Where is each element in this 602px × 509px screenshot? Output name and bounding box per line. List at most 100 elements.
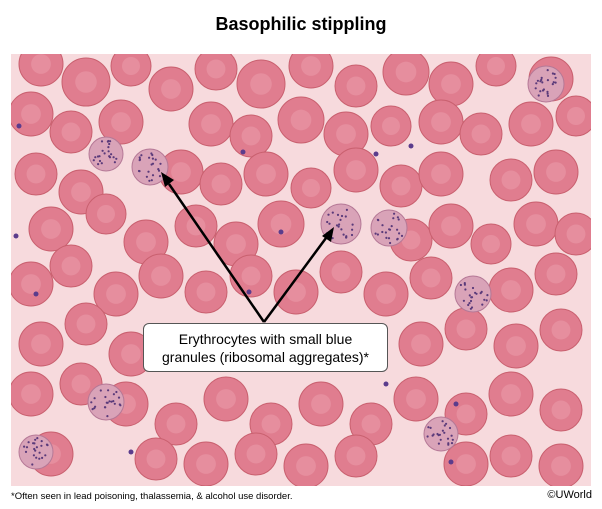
basophilic-granule <box>107 146 110 149</box>
erythrocyte-central-pallor <box>441 74 461 94</box>
platelet <box>373 151 379 157</box>
erythrocyte-central-pallor <box>301 56 321 76</box>
pointer-arrow-right <box>262 237 328 323</box>
basophilic-granule <box>138 158 142 161</box>
basophilic-granule <box>485 299 488 302</box>
platelet <box>240 149 246 155</box>
basophilic-granule <box>108 142 111 146</box>
basophilic-granule <box>351 228 354 231</box>
basophilic-granule <box>541 81 544 84</box>
erythrocyte-central-pallor <box>286 282 306 302</box>
erythrocyte-central-pallor <box>501 170 521 190</box>
erythrocyte-central-pallor <box>71 182 91 202</box>
basophilic-granule <box>31 463 34 466</box>
basophilic-granule <box>112 156 115 159</box>
basophilic-granule <box>388 228 391 231</box>
erythrocyte-central-pallor <box>395 61 417 83</box>
basophilic-granule <box>396 238 399 241</box>
basophilic-granule <box>157 169 161 172</box>
basophilic-granule <box>150 179 153 182</box>
basophilic-granule <box>140 154 143 157</box>
basophilic-granule <box>38 451 41 454</box>
basophilic-granule <box>471 286 475 290</box>
basophilic-granule <box>443 424 446 427</box>
platelet <box>453 401 459 407</box>
erythrocyte-central-pallor <box>166 414 186 434</box>
basophilic-granule <box>107 389 110 392</box>
basophilic-granule <box>468 302 471 305</box>
platelet <box>448 459 454 465</box>
erythrocyte-central-pallor <box>551 456 571 476</box>
basophilic-granule <box>115 157 118 160</box>
basophilic-granule <box>35 446 38 449</box>
basophilic-granule <box>101 149 104 152</box>
basophilic-granule <box>462 299 465 302</box>
basophilic-granule <box>432 433 435 436</box>
erythrocyte-central-pallor <box>76 314 96 334</box>
basophilic-granule <box>446 437 450 440</box>
basophilic-granule <box>100 162 103 165</box>
platelet <box>16 123 22 129</box>
erythrocyte-central-pallor <box>216 389 236 409</box>
basophilic-granule <box>44 454 47 457</box>
basophilic-granule <box>396 216 399 219</box>
pointer-arrow-left <box>167 183 266 323</box>
basophilic-granule <box>397 218 400 221</box>
basophilic-granule <box>91 408 94 411</box>
erythrocyte-central-pallor <box>546 162 566 182</box>
erythrocyte-central-pallor <box>346 160 366 180</box>
basophilic-granule <box>470 296 474 299</box>
basophilic-granule <box>345 208 348 211</box>
basophilic-granule <box>540 76 543 79</box>
basophilic-granule <box>450 442 454 445</box>
erythrocyte-central-pallor <box>302 179 320 197</box>
erythrocyte-central-pallor <box>71 374 91 394</box>
basophilic-granule <box>138 170 141 173</box>
basophilic-granule <box>112 393 115 396</box>
erythrocyte-central-pallor <box>456 454 476 474</box>
basophilic-granule <box>400 234 404 237</box>
erythrocyte-central-pallor <box>401 230 421 250</box>
platelet <box>33 291 39 297</box>
blood-smear-image <box>11 54 591 486</box>
platelet <box>408 143 414 149</box>
erythrocyte-central-pallor <box>361 414 381 434</box>
erythrocyte-central-pallor <box>376 284 396 304</box>
basophilic-granule <box>340 214 344 218</box>
basophilic-granule <box>118 403 121 406</box>
platelet <box>383 381 389 387</box>
erythrocyte-central-pallor <box>201 114 221 134</box>
basophilic-granule <box>486 294 489 297</box>
basophilic-granule <box>381 224 384 227</box>
basophilic-granule <box>546 92 549 95</box>
stippled-erythrocyte <box>131 148 169 186</box>
basophilic-granule <box>138 156 141 159</box>
basophilic-granule <box>376 233 379 236</box>
annotation-callout: Erythrocytes with small blue granules (r… <box>143 323 388 372</box>
basophilic-granule <box>97 163 100 166</box>
erythrocyte-central-pallor <box>106 284 126 304</box>
erythrocyte-central-pallor <box>61 122 81 142</box>
basophilic-granule <box>154 158 157 161</box>
erythrocyte-central-pallor <box>382 117 400 135</box>
basophilic-granule <box>463 283 466 286</box>
basophilic-granule <box>117 396 121 399</box>
erythrocyte-central-pallor <box>211 174 231 194</box>
erythrocyte-central-pallor <box>506 336 526 356</box>
basophilic-granule <box>328 222 331 225</box>
erythrocyte-central-pallor <box>246 444 266 464</box>
basophilic-granule <box>23 445 26 448</box>
basophilic-granule <box>344 215 347 218</box>
erythrocyte-central-pallor <box>121 344 141 364</box>
erythrocyte-central-pallor <box>501 384 521 404</box>
basophilic-granule <box>447 442 450 445</box>
erythrocyte-central-pallor <box>21 384 41 404</box>
erythrocyte-central-pallor <box>487 57 505 75</box>
basophilic-granule <box>535 82 538 85</box>
basophilic-granule <box>337 225 340 228</box>
basophilic-granule <box>441 420 444 423</box>
platelet <box>13 233 19 239</box>
callout-line-2: granules (ribosomal aggregates)* <box>162 348 369 365</box>
basophilic-granule <box>110 400 113 403</box>
erythrocyte-central-pallor <box>567 107 585 125</box>
